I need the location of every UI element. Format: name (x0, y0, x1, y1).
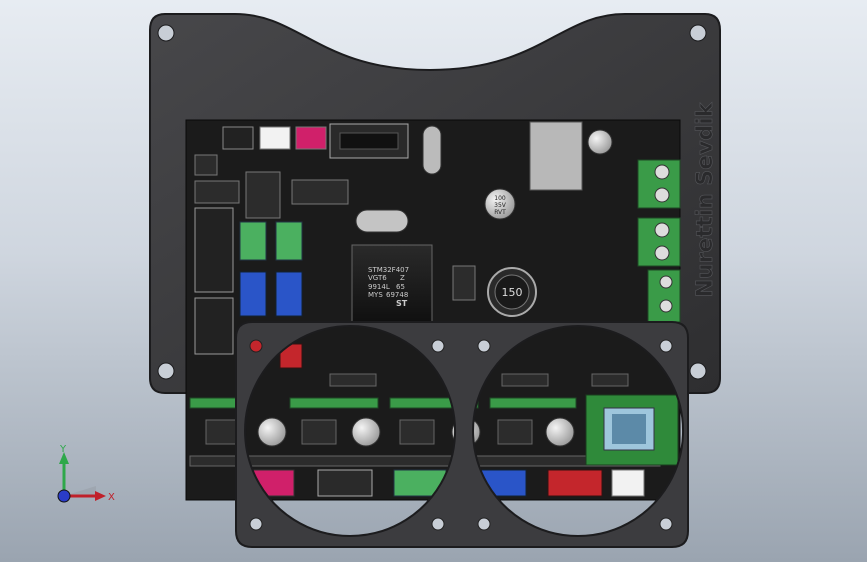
mcu-label-line3: 9914L (368, 283, 390, 291)
inductor: 150 (487, 267, 537, 317)
connector-pink-top (295, 126, 327, 150)
connector-green-2 (275, 221, 303, 261)
inductor-label: 150 (502, 286, 523, 299)
connector-green-1 (239, 221, 267, 261)
mcu-label-line1: STM32F407 (368, 266, 409, 274)
mcu-label-line4b: 69748 (386, 291, 408, 299)
connector-white-top (259, 126, 291, 150)
mcu-label-line3b: 65 (396, 283, 405, 291)
axis-triad[interactable]: Y X (44, 438, 124, 518)
connector-blue-1 (239, 271, 267, 317)
stepper-driver-module (585, 394, 679, 466)
mcu-chip: STM32F407 VGT6 Z 9914L 65 MYS 69748 ST (351, 244, 433, 326)
crystal-hc49 (355, 209, 409, 233)
connector-white-bottom (611, 469, 645, 497)
y-axis-arrow (59, 452, 69, 464)
x-axis-arrow (95, 491, 106, 501)
capacitor-label-2: 35V (494, 202, 507, 209)
capacitor-label-1: 100 (494, 195, 506, 202)
mcu-label-line4: MYS (368, 291, 383, 299)
capacitor-label-3: RVT (494, 209, 506, 216)
crystal-oscillator (422, 125, 442, 175)
connector-black-bottom (317, 469, 373, 497)
driver-terminal-strip (189, 397, 577, 409)
mcu-logo: ST (396, 299, 408, 308)
mcu-label-line2b: Z (400, 274, 405, 282)
pcb-board[interactable]: STM32F407 VGT6 Z 9914L 65 MYS 69748 ST 1… (185, 119, 681, 501)
usb-port (529, 121, 583, 191)
x-axis-label: X (108, 492, 115, 503)
connector-black (222, 126, 254, 150)
capacitor-large: 100 35V RVT (484, 188, 516, 220)
fan-mount-plate[interactable] (235, 321, 689, 548)
plate-engraved-text: Nurettin Sevdik (693, 101, 718, 297)
connector-red-bottom (547, 469, 603, 497)
exp-header-2 (194, 297, 234, 355)
y-axis-label: Y (59, 444, 67, 455)
exp-header-1 (194, 207, 234, 293)
mcu-label-line2: VGT6 (368, 274, 387, 282)
connector-blue-2 (275, 271, 303, 317)
capacitor-small (587, 129, 613, 155)
z-axis-dot (57, 489, 71, 503)
